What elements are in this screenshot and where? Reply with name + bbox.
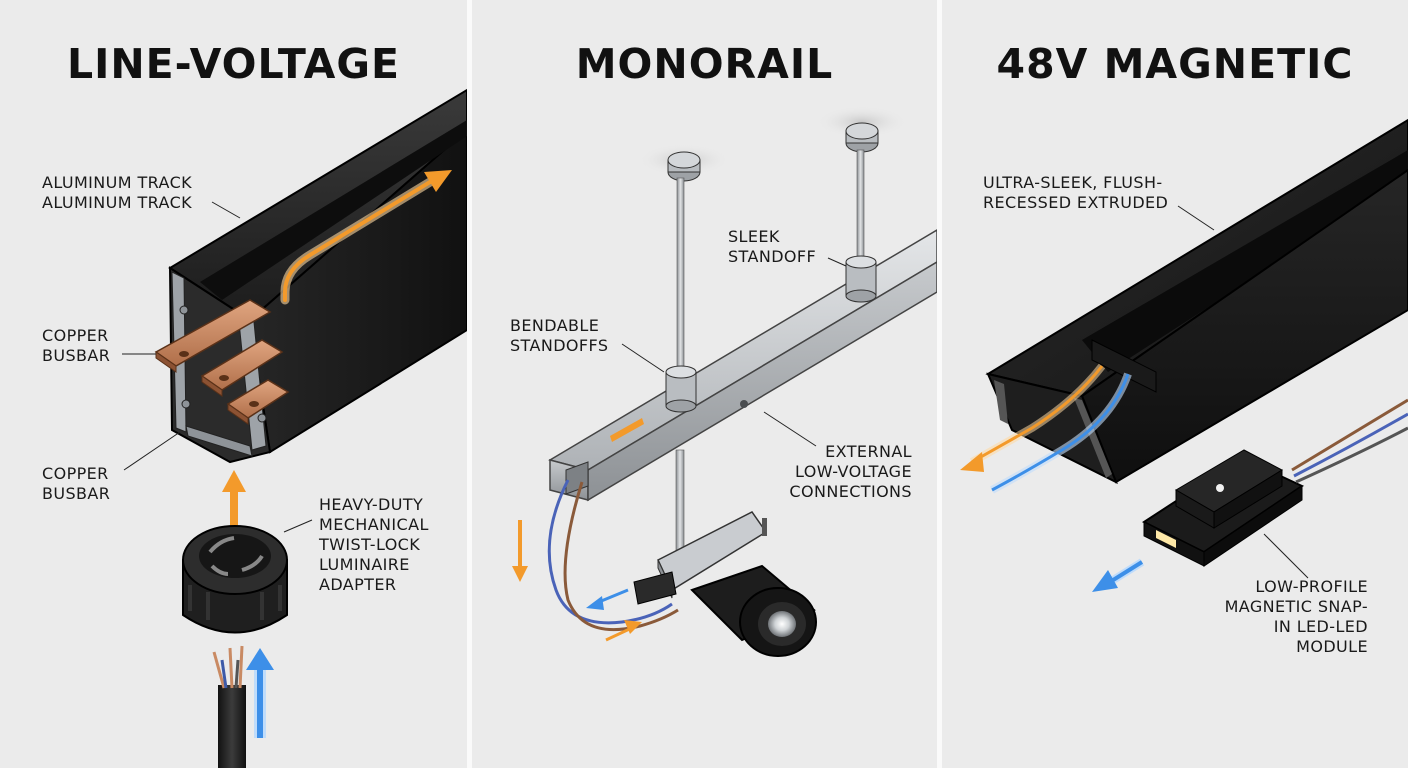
label-copper-busbar-top: COPPER BUSBAR xyxy=(42,326,111,365)
blue-flow-arrow xyxy=(586,588,629,610)
panel-48v-magnetic: 48V MAGNETIC ULTRA-SLEEK, FLUSH- RECESSE… xyxy=(942,0,1408,768)
panel-divider xyxy=(467,0,472,768)
magnetic-track-wires xyxy=(960,363,1132,494)
label-magnetic-led-module: LOW-PROFILE MAGNETIC SNAP- IN LED-LED MO… xyxy=(1224,577,1368,656)
magnetic-module-icon xyxy=(1141,449,1305,567)
label-bendable-standoffs: BENDABLE STANDOFFS xyxy=(510,316,609,355)
label-twist-lock-adapter: HEAVY-DUTY MECHANICAL TWIST-LOCK LUMINAI… xyxy=(319,495,429,594)
blue-flow-arrow xyxy=(1092,558,1145,592)
line-voltage-illustration xyxy=(122,88,467,768)
orange-flow-arrow xyxy=(512,520,642,642)
label-sleek-standoff: SLEEK STANDOFF xyxy=(728,227,817,266)
blue-flow-arrow xyxy=(246,648,274,738)
low-voltage-wires xyxy=(547,479,679,632)
panel-monorail: MONORAIL SLEEK STANDOFF BENDABLE STANDOF… xyxy=(472,0,937,768)
panel-title: MONORAIL xyxy=(575,40,834,88)
copper-busbar-set xyxy=(154,299,290,425)
panel-line-voltage: LINE-VOLTAGE ALUMINUM TRACK ALUMINUM TRA… xyxy=(0,0,467,768)
monorail-illustration xyxy=(512,106,937,657)
magnetic-illustration xyxy=(960,118,1408,592)
label-external-connections: EXTERNAL LOW-VOLTAGE CONNECTIONS xyxy=(789,442,912,501)
monorail-rail xyxy=(548,229,937,502)
standoff-cylinder-left xyxy=(665,365,697,413)
twist-lock-connector-icon xyxy=(182,525,288,634)
standoff-cylinder-right xyxy=(845,255,877,303)
orange-up-arrow xyxy=(222,470,246,536)
power-cable xyxy=(212,645,246,768)
orange-flow-arrow xyxy=(280,170,452,305)
label-copper-busbar-bottom: COPPER BUSBAR xyxy=(42,464,111,503)
panel-title: 48V MAGNETIC xyxy=(996,40,1354,88)
spotlight-icon xyxy=(633,511,817,657)
panel-title: LINE-VOLTAGE xyxy=(66,40,401,88)
label-aluminum-track: ALUMINUM TRACK ALUMINUM TRACK xyxy=(42,173,193,212)
label-flush-recessed-extruded: ULTRA-SLEEK, FLUSH- RECESSED EXTRUDED xyxy=(983,173,1169,212)
module-cables xyxy=(1291,398,1408,484)
panel-divider xyxy=(937,0,942,768)
